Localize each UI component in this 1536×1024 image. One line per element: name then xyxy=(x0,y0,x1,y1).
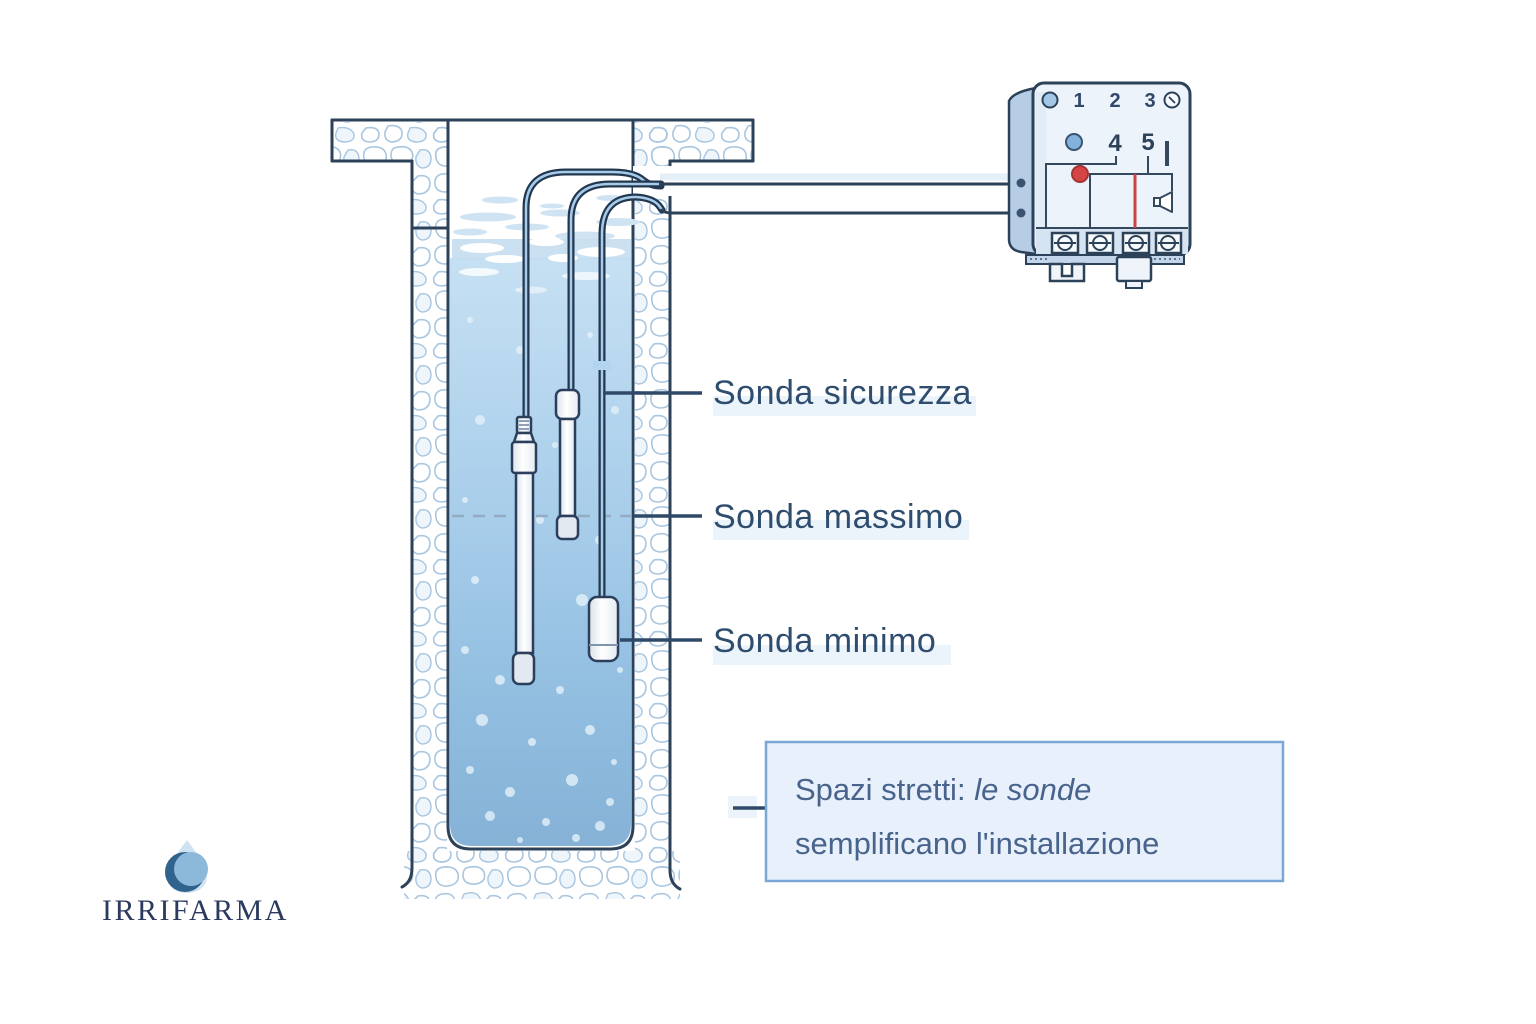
red-led xyxy=(1071,165,1089,183)
probe-label-minimo: Sonda minimo xyxy=(713,622,936,660)
outer-wall-right xyxy=(668,159,682,891)
terminal-number-5: 5 xyxy=(1141,129,1154,156)
mount-tab-right xyxy=(1115,255,1153,289)
cable-2 xyxy=(567,180,665,396)
label-underlay xyxy=(713,396,976,416)
water-speckles xyxy=(461,317,623,843)
cable-break-mark xyxy=(593,361,611,370)
probe-label-sicurezza: Sonda sicurezza xyxy=(713,374,972,412)
well-wall-right xyxy=(635,122,670,874)
terminal-number-3: 3 xyxy=(1144,90,1155,112)
logo-text: IRRIFARMA xyxy=(102,894,289,927)
terminal-number-1: 1 xyxy=(1073,90,1084,112)
well-structure xyxy=(330,118,755,899)
probe-minimo-float xyxy=(587,595,620,663)
unit-bottom-lip xyxy=(1025,254,1185,265)
outer-wall-left xyxy=(400,159,414,889)
terminal-screw-4 xyxy=(1154,231,1183,255)
note-line1-regular: Spazi stretti: xyxy=(795,772,974,807)
probe-electrode-2 xyxy=(554,388,581,541)
water-body xyxy=(450,258,631,846)
note-box-panel xyxy=(764,740,1285,883)
probe-electrode-1 xyxy=(510,415,538,686)
label-sonda-minimo: Sonda minimo xyxy=(620,622,951,665)
cable-3 xyxy=(593,193,666,604)
terminal-screw-2 xyxy=(1085,231,1115,255)
terminal-number-2: 2 xyxy=(1109,90,1120,112)
probe-label-massimo: Sonda massimo xyxy=(713,498,963,536)
note-line-1: Spazi stretti: le sonde xyxy=(795,772,1091,807)
wire-terminal-dot-2 xyxy=(1016,208,1026,218)
unit-side-panel xyxy=(1007,86,1038,256)
label-sonda-massimo: Sonda massimo xyxy=(633,498,969,540)
screw-slotted-icon xyxy=(1163,91,1181,109)
speaker-icon xyxy=(1153,191,1173,213)
wire-terminal-dot-1 xyxy=(1016,178,1026,188)
label-underlay xyxy=(713,645,951,665)
connector-ribs xyxy=(519,420,529,430)
terminal-screw-3 xyxy=(1121,231,1151,255)
ground-texture xyxy=(404,851,680,899)
note-line1-italic: le sonde xyxy=(974,772,1091,807)
control-unit: 1 2 3 4 5 xyxy=(1007,81,1192,289)
schematic-lines xyxy=(1045,141,1173,228)
terminal-number-4: 4 xyxy=(1108,130,1122,157)
face-shade xyxy=(1036,92,1046,248)
label-underlay xyxy=(713,520,969,540)
well-cavity-outline xyxy=(446,118,635,851)
wire-to-unit-2 xyxy=(659,208,1019,215)
terminal-screw-1 xyxy=(1050,231,1080,255)
blue-led xyxy=(1065,133,1083,151)
terminal-screws xyxy=(1050,231,1183,255)
water-drop-icon xyxy=(165,840,208,893)
note-box: Spazi stretti: le sonde semplificano l'i… xyxy=(728,740,1285,883)
label-sonda-sicurezza: Sonda sicurezza xyxy=(603,374,976,416)
probe-cables xyxy=(522,168,1019,604)
water xyxy=(450,195,640,846)
well-wall-left xyxy=(413,122,447,872)
mount-tab-left xyxy=(1048,262,1086,283)
screw-icon xyxy=(1041,91,1059,109)
logo: IRRIFARMA xyxy=(102,840,289,927)
note-line-2: semplificano l'installazione xyxy=(795,826,1159,861)
